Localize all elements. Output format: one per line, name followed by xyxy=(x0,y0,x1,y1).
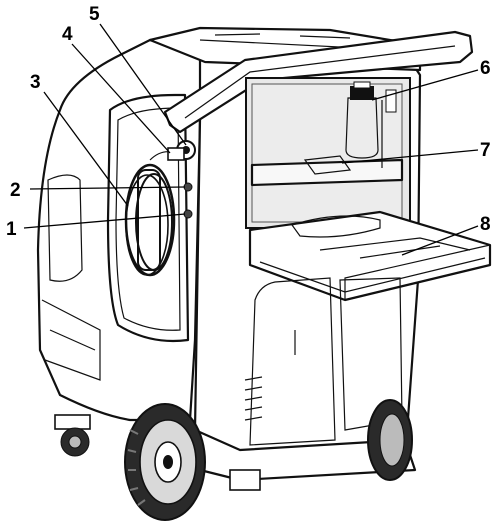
vent-slots xyxy=(244,376,263,421)
handle-bar xyxy=(163,30,474,134)
callout-number: 1 xyxy=(6,219,17,240)
machine-body xyxy=(36,38,207,422)
callout-3: 3 xyxy=(30,72,129,207)
callout-4: 4 xyxy=(62,24,171,154)
oil-bottle xyxy=(345,97,379,159)
cabinet-interior xyxy=(245,77,411,229)
pull-out-tray xyxy=(248,210,492,302)
callout-number: 7 xyxy=(480,140,491,161)
callout-number: 4 xyxy=(62,24,73,45)
callout-6: 6 xyxy=(371,58,491,101)
callout-number: 6 xyxy=(480,58,491,79)
front-caster xyxy=(54,414,91,457)
hose-coil xyxy=(124,151,176,277)
rear-wheel-right xyxy=(367,399,413,481)
callout-8: 8 xyxy=(401,214,491,256)
callout-1: 1 xyxy=(6,213,186,240)
coupler-fittings xyxy=(167,140,196,219)
callout-number: 3 xyxy=(30,72,41,93)
oil-bottle-cap xyxy=(350,86,374,100)
callout-5: 5 xyxy=(89,4,187,146)
callout-number: 8 xyxy=(480,214,491,235)
callout-number: 5 xyxy=(89,4,100,25)
rear-wheel-left xyxy=(124,403,206,521)
callout-2: 2 xyxy=(10,180,186,201)
callout-7: 7 xyxy=(341,140,491,164)
callout-number: 2 xyxy=(10,180,21,201)
